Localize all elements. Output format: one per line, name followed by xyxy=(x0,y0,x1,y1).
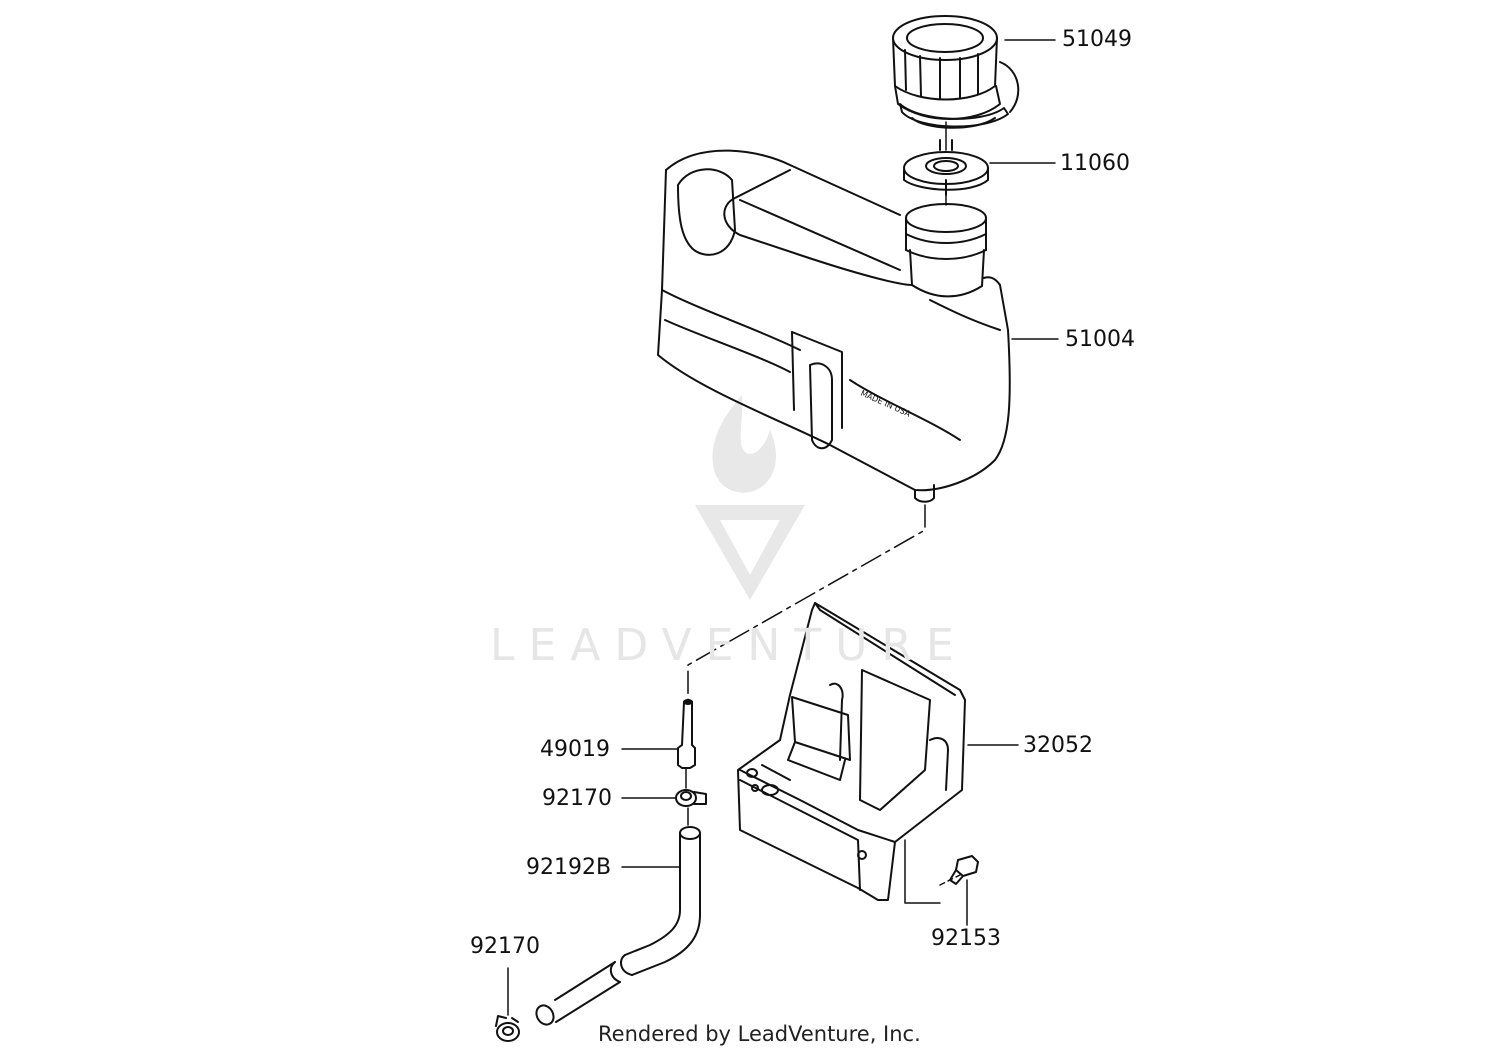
clamp-92170-lower[interactable] xyxy=(495,967,520,1042)
part-label-92153[interactable]: 92153 xyxy=(931,926,1001,951)
part-label-51049[interactable]: 51049 xyxy=(1062,27,1132,52)
fuel-cap-51049[interactable] xyxy=(892,15,1020,129)
part-label-92170-upper[interactable]: 92170 xyxy=(542,786,612,811)
hose-92192B[interactable] xyxy=(533,826,701,1028)
fitting-49019[interactable] xyxy=(677,699,696,769)
clamp-92170-upper[interactable] xyxy=(675,767,707,826)
footer-credit: Rendered by LeadVenture, Inc. xyxy=(598,1022,921,1046)
part-label-32052[interactable]: 32052 xyxy=(1023,733,1093,758)
bracket-32052[interactable] xyxy=(737,602,966,901)
part-label-11060[interactable]: 11060 xyxy=(1060,151,1130,176)
part-label-51004[interactable]: 51004 xyxy=(1065,327,1135,352)
leadventure-logo-watermark xyxy=(695,395,805,600)
assembly-lines xyxy=(687,121,961,904)
part-label-92170-lower[interactable]: 92170 xyxy=(470,934,540,959)
watermark-text: LEADVENTURE xyxy=(490,620,968,671)
part-label-92192B[interactable]: 92192B xyxy=(526,855,612,880)
fuel-tank-51004[interactable]: MADE IN USA xyxy=(657,149,1011,503)
leader-lines xyxy=(621,39,1059,868)
tank-marking: MADE IN USA xyxy=(859,389,912,419)
part-label-49019[interactable]: 49019 xyxy=(540,737,610,762)
bolt-92153[interactable] xyxy=(949,855,979,926)
